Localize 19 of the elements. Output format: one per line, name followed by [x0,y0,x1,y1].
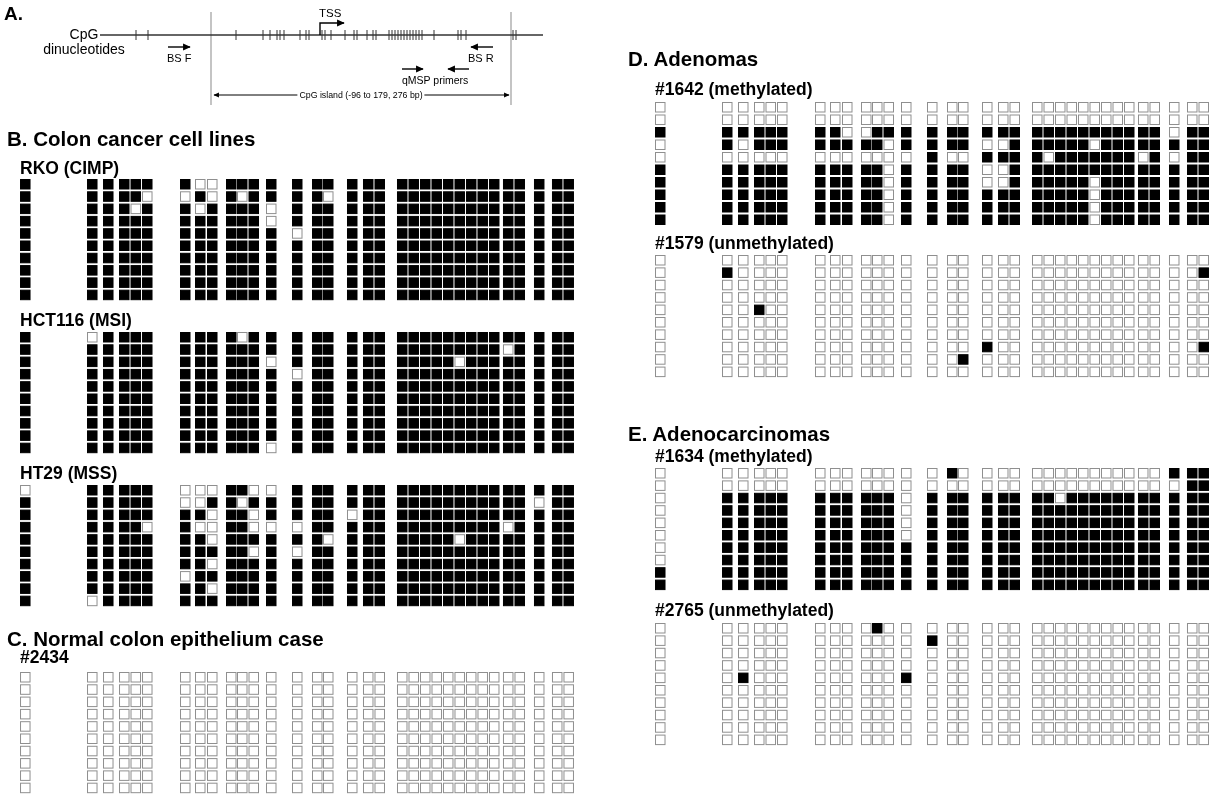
sample-label: HCT116 (MSI) [20,310,132,330]
dimension-label: CpG island (-96 to 179, 276 bp) [297,90,425,100]
sample-label: #1634 (methylated) [655,446,813,466]
sample-label: #2765 (unmethylated) [655,600,834,620]
marker-label: TSS [319,7,342,20]
primer-label: qMSP primers [402,74,469,86]
sample-label: #1579 (unmethylated) [655,233,834,253]
sequence-label: CpG dinucleotides [42,27,126,57]
sample-label: RKO (CIMP) [20,158,120,178]
panel-title: D. Adenomas [628,47,759,71]
primer-label: BS R [468,52,494,65]
sample-label: #1642 (methylated) [655,79,813,99]
panel-title: B. Colon cancer cell lines [7,127,256,151]
panel-title: E. Adenocarcinomas [628,422,831,446]
sample-label: #2434 [20,647,69,667]
panel-title: C. Normal colon epithelium case [7,627,324,650]
primer-label: BS F [167,52,192,65]
sample-label: HT29 (MSS) [20,463,118,483]
panel-letter: A. [4,3,23,25]
